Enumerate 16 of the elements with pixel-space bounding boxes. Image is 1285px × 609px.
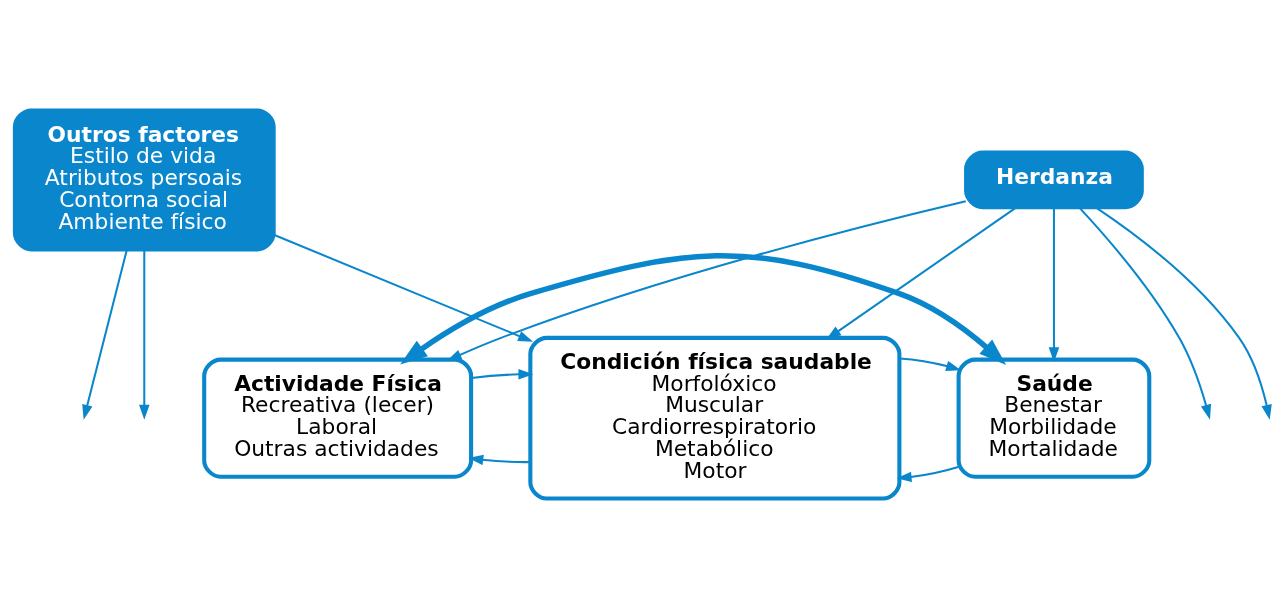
arrow <box>1078 206 1212 420</box>
arrow <box>1048 207 1060 363</box>
arrow <box>400 253 1007 365</box>
arrow <box>896 466 959 483</box>
node-box: Actividade Física Recreativa (lecer) Laboral Outras actividades <box>202 357 474 479</box>
arrow <box>139 249 150 420</box>
node-box: Herdanza <box>964 150 1144 210</box>
node-box: Condición física saudable Morfolóxico Muscular Cardiorrespiratorio Metabólico Motor <box>528 335 902 501</box>
arrow <box>468 454 531 466</box>
arrow <box>82 249 128 420</box>
node-box: Saúde Benestar Morbilidade Mortalidade <box>956 357 1152 479</box>
arrow <box>1095 206 1272 420</box>
arrow <box>273 233 534 342</box>
arrow <box>471 369 534 380</box>
node-box: Outros factores Estilo de vida Atributos persoais Contorna social Ambiente físico <box>12 108 276 252</box>
arrow <box>899 357 962 372</box>
